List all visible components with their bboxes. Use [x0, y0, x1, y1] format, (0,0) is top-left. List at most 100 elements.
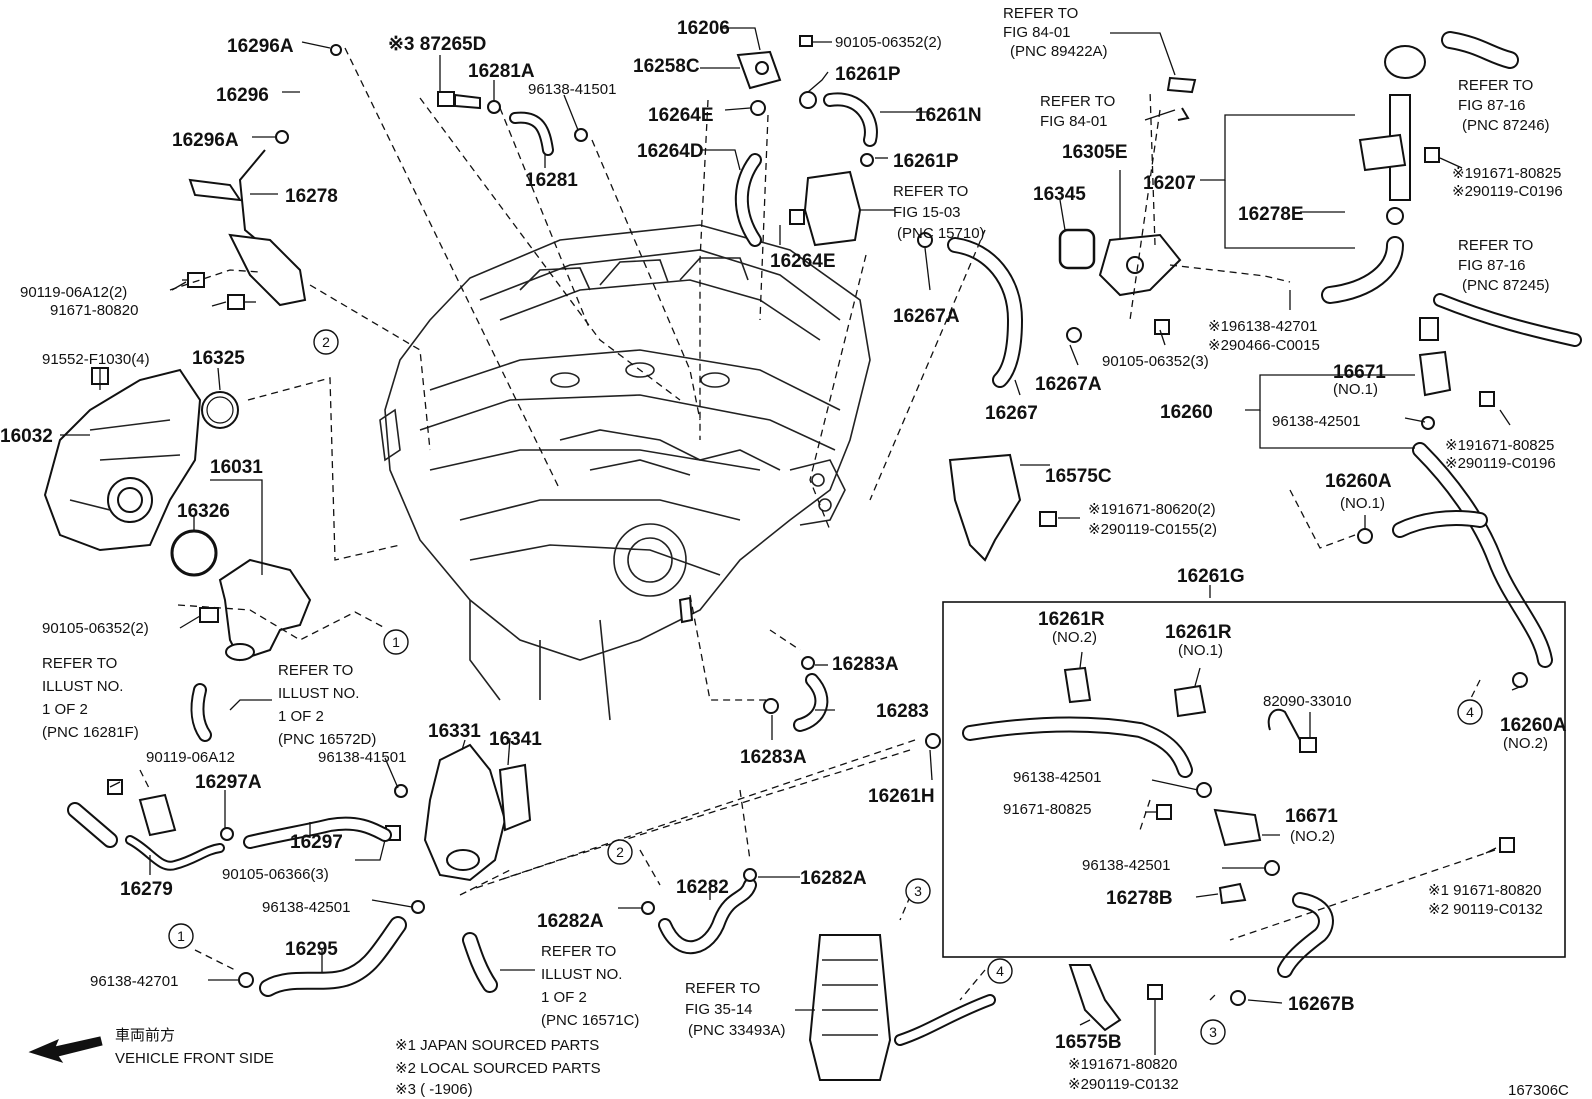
svg-text:FIG 84-01: FIG 84-01: [1003, 24, 1071, 41]
label-16032: 16032: [0, 426, 53, 447]
label-16575c: 16575C: [1045, 466, 1112, 487]
label-16305e: 16305E: [1062, 142, 1128, 163]
label-16260a-no2: 16260A: [1500, 715, 1567, 736]
label-16278b: 16278B: [1106, 888, 1173, 909]
svg-text:REFER TO: REFER TO: [1040, 93, 1115, 110]
label-16267: 16267: [985, 403, 1038, 424]
reference-notes: REFER TO FIG 84-01 (PNC 89422A) REFER TO…: [42, 5, 1550, 1039]
label-16671-no2-sub: (NO.2): [1290, 828, 1335, 845]
label-191671-80820: ※1 91671-80820: [1428, 882, 1542, 899]
label-96138-42501-c: 96138-42501: [1082, 857, 1170, 874]
label-16260a-no1-sub: (NO.1): [1340, 495, 1385, 512]
part-labels: 16296A 16296 16296A 16278 90119-06A12(2)…: [0, 18, 1567, 1093]
svg-text:1: 1: [392, 634, 400, 650]
label-191671-80820-b: ※191671-80820: [1068, 1056, 1177, 1073]
label-16283: 16283: [876, 701, 929, 722]
svg-text:REFER TO: REFER TO: [1458, 77, 1533, 94]
label-96138-41501-a: 96138-41501: [528, 81, 616, 98]
label-16282a-a: 16282A: [800, 868, 867, 889]
label-16281a: 16281A: [468, 61, 535, 82]
label-90105-06366: 90105-06366(3): [222, 866, 329, 883]
svg-text:(PNC 16281F): (PNC 16281F): [42, 724, 139, 741]
svg-text:4: 4: [996, 963, 1004, 979]
leader-lines: [60, 27, 1523, 1055]
svg-text:ILLUST NO.: ILLUST NO.: [541, 966, 622, 983]
label-16281: 16281: [525, 170, 578, 191]
label-16261r-no2-sub: (NO.2): [1052, 629, 1097, 646]
label-96138-42501-b: 96138-42501: [1013, 769, 1101, 786]
label-16345: 16345: [1033, 184, 1086, 205]
label-16296a-top: 16296A: [227, 36, 294, 57]
svg-text:ILLUST NO.: ILLUST NO.: [42, 678, 123, 695]
label-16296: 16296: [216, 85, 269, 106]
label-290119-c0155: ※290119-C0155(2): [1088, 521, 1217, 538]
footnotes: ※1 JAPAN SOURCED PARTS ※2 LOCAL SOURCED …: [395, 1037, 601, 1098]
label-16331: 16331: [428, 721, 481, 742]
svg-text:FIG 15-03: FIG 15-03: [893, 204, 961, 221]
svg-text:1 OF 2: 1 OF 2: [278, 708, 324, 725]
front-label-jp: 車両前方: [115, 1027, 175, 1044]
callout-1b: 1: [168, 923, 194, 949]
ref-fig-87-16-b: REFER TO FIG 87-16 (PNC 87245): [1458, 237, 1550, 294]
svg-text:FIG 35-14: FIG 35-14: [685, 1001, 753, 1018]
svg-text:ILLUST NO.: ILLUST NO.: [278, 685, 359, 702]
svg-text:FIG 84-01: FIG 84-01: [1040, 113, 1108, 130]
front-arrow-icon: [28, 1036, 103, 1063]
svg-text:1 OF 2: 1 OF 2: [541, 989, 587, 1006]
label-16283a-a: 16283A: [832, 654, 899, 675]
ref-fig-87-16-a: REFER TO FIG 87-16 (PNC 87246): [1458, 77, 1550, 134]
ref-fig-84-01-b: REFER TO FIG 84-01: [1040, 93, 1176, 130]
svg-text:2: 2: [322, 334, 330, 350]
group-frame-16261g: [942, 601, 1566, 958]
label-16261p-a: 16261P: [835, 64, 901, 85]
label-290119-c0196-b: ※290119-C0196: [1445, 455, 1556, 472]
label-16261r-no1-sub: (NO.1): [1178, 642, 1223, 659]
label-191671-80825-b: ※191671-80825: [1445, 437, 1554, 454]
ref-illust-16571c: REFER TO ILLUST NO. 1 OF 2 (PNC 16571C): [500, 943, 639, 1029]
svg-text:REFER TO: REFER TO: [893, 183, 968, 200]
label-16325: 16325: [192, 348, 245, 369]
vehicle-front-indicator: 車両前方 VEHICLE FRONT SIDE: [28, 1027, 274, 1067]
svg-text:REFER TO: REFER TO: [42, 655, 117, 672]
callout-2a: 2: [313, 329, 339, 355]
front-label-en: VEHICLE FRONT SIDE: [115, 1050, 274, 1067]
ref-illust-16572d: REFER TO ILLUST NO. 1 OF 2 (PNC 16572D): [229, 662, 376, 748]
label-91552: 91552-F1030(4): [42, 351, 150, 368]
footnote-1: ※1 JAPAN SOURCED PARTS: [395, 1037, 599, 1054]
ref-illust-16281f: REFER TO ILLUST NO. 1 OF 2 (PNC 16281F): [42, 655, 139, 741]
label-16282: 16282: [676, 877, 729, 898]
assembly-lines: [139, 47, 1496, 1001]
svg-text:1 OF 2: 1 OF 2: [42, 701, 88, 718]
callout-2b: 2: [607, 839, 633, 865]
label-16267a-b: 16267A: [1035, 374, 1102, 395]
ref-fig-35-14: REFER TO FIG 35-14 (PNC 33493A): [685, 980, 815, 1039]
label-16278e: 16278E: [1238, 204, 1304, 225]
label-16261p-b: 16261P: [893, 151, 959, 172]
callout-4a: 4: [1457, 699, 1483, 725]
label-290119-c0196-a: ※290119-C0196: [1452, 183, 1563, 200]
label-290119-c0132: ※2 90119-C0132: [1428, 901, 1543, 918]
label-87265d: ※3 87265D: [388, 34, 486, 55]
label-90105-06352-2a: 90105-06352(2): [835, 34, 942, 51]
label-16297a: 16297A: [195, 772, 262, 793]
svg-text:1: 1: [177, 928, 185, 944]
label-290119-c0132-b: ※290119-C0132: [1068, 1076, 1179, 1093]
callout-3b: 3: [1200, 1019, 1226, 1045]
label-16206: 16206: [677, 18, 730, 39]
callout-1a: 1: [383, 629, 409, 655]
label-16671-no1-sub: (NO.1): [1333, 381, 1378, 398]
footnote-3: ※3 ( -1906): [395, 1081, 473, 1098]
label-196138-42701: ※196138-42701: [1208, 318, 1317, 335]
label-16671-no1: 16671: [1333, 362, 1386, 383]
label-16295: 16295: [285, 939, 338, 960]
svg-text:3: 3: [1209, 1024, 1217, 1040]
svg-text:(PNC 87245): (PNC 87245): [1462, 277, 1550, 294]
label-16258c: 16258C: [633, 56, 700, 77]
svg-text:FIG 87-16: FIG 87-16: [1458, 97, 1526, 114]
label-16261n: 16261N: [915, 105, 982, 126]
label-16278: 16278: [285, 186, 338, 207]
label-16279: 16279: [120, 879, 173, 900]
label-16264e-a: 16264E: [648, 105, 714, 126]
label-290466-c0015: ※290466-C0015: [1208, 337, 1320, 354]
